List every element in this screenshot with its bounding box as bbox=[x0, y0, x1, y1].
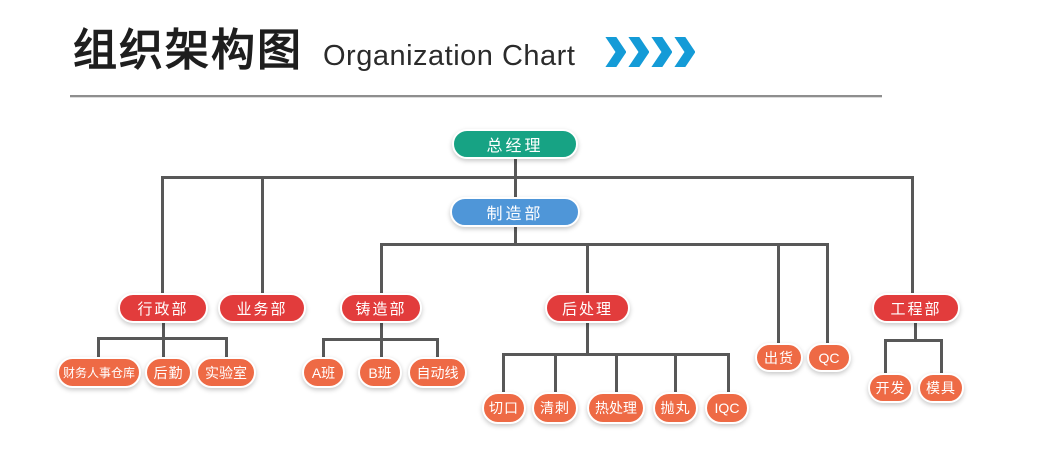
node-logistics: 后勤 bbox=[145, 357, 192, 388]
node-mold: 模具 bbox=[918, 373, 964, 403]
connector-line bbox=[940, 339, 943, 374]
connector-line bbox=[884, 339, 887, 374]
page-title: 组织架构图 bbox=[73, 26, 303, 75]
node-shot-blasting: 抛丸 bbox=[653, 392, 698, 424]
node-general-manager: 总经理 bbox=[452, 129, 578, 159]
node-finance-hr-warehouse: 财务人事仓库 bbox=[57, 357, 141, 388]
connector-line bbox=[97, 337, 228, 340]
node-class-b: B班 bbox=[358, 357, 402, 388]
connector-line bbox=[914, 323, 917, 340]
connector-line bbox=[826, 243, 829, 344]
node-trimming: 清刺 bbox=[532, 392, 578, 424]
page-header: 组织架构图 Organization Chart bbox=[73, 14, 697, 78]
connector-line bbox=[161, 176, 914, 179]
connector-line bbox=[727, 353, 730, 393]
connector-line bbox=[380, 243, 829, 246]
chevron-right-icon bbox=[628, 37, 650, 67]
node-manufacturing: 制造部 bbox=[450, 197, 580, 227]
connector-line bbox=[884, 339, 943, 342]
chevrons-decoration bbox=[605, 37, 697, 67]
node-iqc: IQC bbox=[705, 392, 749, 424]
connector-line bbox=[97, 337, 100, 358]
connector-line bbox=[514, 227, 517, 245]
connector-line bbox=[514, 176, 517, 199]
connector-line bbox=[514, 159, 517, 178]
connector-line bbox=[586, 323, 589, 355]
chevron-right-icon bbox=[651, 37, 673, 67]
connector-line bbox=[777, 243, 780, 344]
header-divider bbox=[70, 95, 882, 98]
node-qc: QC bbox=[807, 343, 851, 372]
connector-line bbox=[436, 338, 439, 358]
connector-line bbox=[161, 176, 164, 294]
node-post-processing: 后处理 bbox=[545, 293, 630, 323]
chevron-right-icon bbox=[674, 37, 696, 67]
connector-line bbox=[674, 353, 677, 393]
connector-line bbox=[615, 353, 618, 393]
connector-line bbox=[554, 353, 557, 393]
connector-line bbox=[502, 353, 505, 393]
node-shipping: 出货 bbox=[755, 343, 803, 372]
node-development: 开发 bbox=[868, 373, 913, 403]
page-subtitle: Organization Chart bbox=[323, 40, 576, 72]
node-lab: 实验室 bbox=[196, 357, 256, 388]
node-auto-line: 自动线 bbox=[408, 357, 467, 388]
node-casting: 铸造部 bbox=[340, 293, 422, 323]
connector-line bbox=[322, 338, 439, 341]
node-admin: 行政部 bbox=[118, 293, 208, 323]
chevron-right-icon bbox=[605, 37, 627, 67]
connector-line bbox=[225, 337, 228, 358]
connector-line bbox=[586, 243, 589, 294]
connector-line bbox=[261, 176, 264, 294]
node-engineering: 工程部 bbox=[872, 293, 960, 323]
connector-line bbox=[322, 338, 325, 358]
connector-line bbox=[162, 323, 165, 358]
node-business: 业务部 bbox=[218, 293, 306, 323]
connector-line bbox=[380, 243, 383, 294]
node-cutting: 切口 bbox=[482, 392, 526, 424]
node-class-a: A班 bbox=[302, 357, 345, 388]
connector-line bbox=[911, 176, 914, 294]
node-heat-treatment: 热处理 bbox=[587, 392, 645, 424]
